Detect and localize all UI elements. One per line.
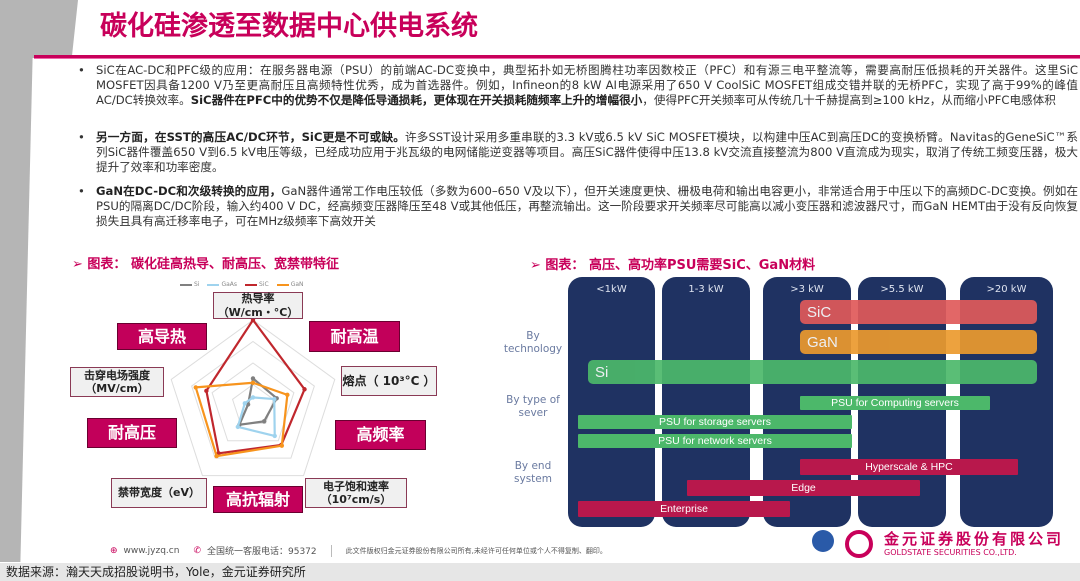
bullet-text: 许多SST设计采用多重串联的3.3 kV或6.5 kV SiC MOSFET模块… [96, 130, 1078, 175]
globe-icon: ⊕ [110, 545, 118, 556]
radar-point [235, 424, 241, 430]
page-title: 碳化硅渗透至数据中心供电系统 [100, 11, 478, 42]
data-source: 数据来源：瀚天天成招股说明书，Yole，金元证券研究所 [0, 563, 1080, 581]
bar-edge: Edge [687, 480, 920, 496]
radar-point [272, 433, 277, 439]
legend-item: SiC [245, 281, 269, 288]
company-logo [845, 530, 873, 558]
bullet-dot: • [78, 130, 85, 144]
column-header: 1-3 kW [688, 284, 724, 295]
radar-point [272, 396, 277, 402]
radar-point [279, 443, 285, 448]
radar-point [204, 388, 209, 394]
bullet-text: GaN器件通常工作电压较低（多数为600–650 V及以下），但开关速度更快、栅… [96, 184, 1078, 229]
bar-gan: GaN [800, 330, 1037, 354]
radar-grid-ring [170, 319, 336, 477]
bullet-2: • 另一方面，在SST的高压AC/DC环节，SiC更是不可或缺。许多SST设计采… [78, 130, 1078, 176]
axis-label-breakdown-field: 击穿电场强度（MV/cm） [70, 367, 164, 397]
tag-high-voltage: 耐高压 [87, 418, 177, 448]
bullet-emphasis: SiC器件在PFC中的优势不仅是降低导通损耗，更体现在开关损耗随频率上升的增幅很… [190, 93, 643, 108]
bullet-3: • GaN在DC-DC和次级转换的应用，GaN器件通常工作电压较低（多数为600… [78, 184, 1078, 230]
partner-logo [812, 530, 834, 552]
row-group-label: By type of sever [506, 394, 560, 419]
column-header: <1kW [596, 284, 627, 295]
title-divider [34, 55, 1080, 59]
footer: ⊕ www.jyzq.cn ✆ 全国统一客服电话：95372 此文件版权归金元证… [110, 544, 607, 557]
psu-chart-title: ➢ 图表： 高压、高功率PSU需要SiC、GaN材料 [530, 258, 816, 273]
radar-point [250, 395, 256, 400]
axis-label-thermal-conductivity: 热导率（W/cm・°C） [213, 292, 303, 319]
company-name-cn: 金元证券股份有限公司 [884, 530, 1065, 548]
bar-si: Si [588, 360, 1037, 384]
radar-legend: Si GaAs SiC GaN [180, 281, 304, 288]
copyright: 此文件版权归金元证券股份有限公司所有,未经许可任何单位或个人不得复制、翻印。 [345, 546, 607, 555]
bar-sic: SiC [800, 300, 1037, 324]
radar-point [285, 392, 290, 398]
company-name-en: GOLDSTATE SECURITIES CO.,LTD. [884, 548, 1017, 557]
tag-high-temp: 耐高温 [309, 321, 400, 352]
bar-enterprise: Enterprise [578, 501, 790, 517]
bullet-lead: GaN在DC-DC和次级转换的应用， [96, 184, 282, 198]
radar-grid-ring [191, 340, 315, 459]
legend-item: GaN [276, 281, 304, 288]
radar-point [302, 387, 307, 392]
bullet-text: SiC在AC-DC和PFC级的应用：在服务器电源（PSU）的前端AC-DC变换中… [96, 63, 1078, 108]
radar-series-sic [205, 318, 306, 455]
header-decor [0, 0, 78, 58]
bar-hyperscale-hpc: Hyperscale & HPC [800, 459, 1018, 475]
radar-series-gan [194, 381, 289, 458]
bullet-text: ，使得PFC开关频率可从传统几十千赫提高到≥100 kHz，从而缩小PFC电感体… [642, 93, 1056, 108]
bar-psu-for-network-servers: PSU for network servers [578, 434, 852, 448]
bullet-1: • SiC在AC-DC和PFC级的应用：在服务器电源（PSU）的前端AC-DC变… [78, 63, 1078, 109]
tag-radiation-hard: 高抗辐射 [213, 486, 303, 513]
radar-point [250, 380, 256, 385]
radar-point [242, 401, 248, 406]
axis-label-bandgap: 禁带宽度（eV） [111, 478, 207, 508]
bar-psu-for-storage-servers: PSU for storage servers [578, 415, 852, 429]
power-column [568, 277, 655, 527]
radar-grid-ring [211, 362, 295, 442]
row-group-label: By end system [514, 460, 552, 485]
radar-point [214, 453, 219, 459]
column-header: >3 kW [790, 284, 824, 295]
column-header: >20 kW [986, 284, 1027, 295]
bullet-dot: • [78, 63, 85, 77]
legend-item: Si [180, 281, 199, 288]
legend-item: GaAs [207, 281, 237, 288]
axis-label-melting-point: 熔点（ 10³°C ） [341, 366, 437, 396]
hotline: 全国统一客服电话：95372 [207, 547, 317, 557]
axis-label-saturation-velocity: 电子饱和速率（10⁷cm/s） [305, 478, 407, 508]
tag-high-thermal: 高导热 [117, 323, 207, 350]
tag-high-frequency: 高频率 [335, 420, 426, 450]
bullet-lead: 另一方面，在SST的高压AC/DC环节，SiC更是不可或缺。 [96, 130, 406, 144]
radar-chart-title: ➢ 图表： 碳化硅高热导、耐高压、宽禁带特征 [72, 257, 339, 272]
column-header: >5.5 kW [880, 284, 924, 295]
radar-point [261, 419, 267, 424]
bullet-dot: • [78, 184, 85, 198]
radar-point [193, 385, 198, 390]
website-link[interactable]: www.jyzq.cn [123, 545, 180, 556]
row-group-label: By technology [503, 330, 563, 355]
bar-psu-for-computing-servers: PSU for Computing servers [800, 396, 990, 410]
radar-point [250, 376, 256, 381]
phone-icon: ✆ [193, 545, 201, 556]
